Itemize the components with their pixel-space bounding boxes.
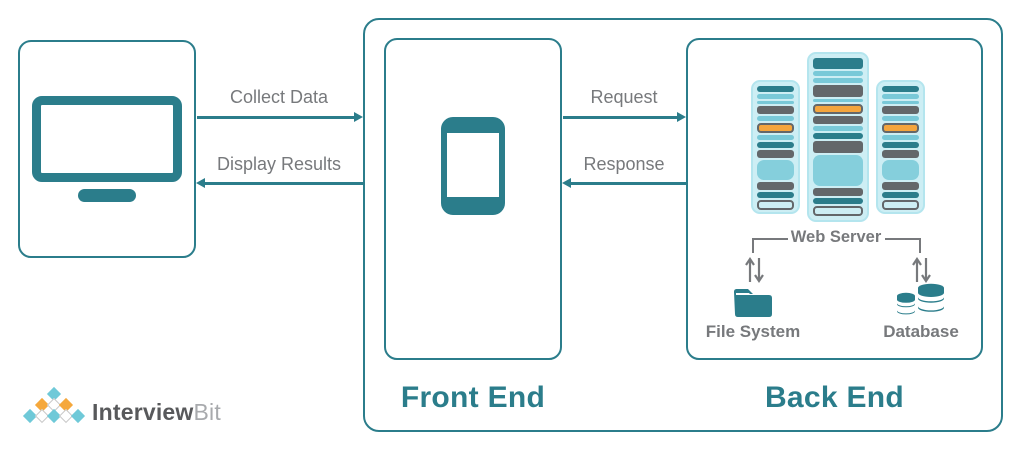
server-bar-cyan <box>813 71 863 76</box>
server-bar-orange <box>882 123 919 133</box>
server-bar-cyan <box>882 135 919 140</box>
server-bar-cyan <box>882 116 919 121</box>
display-results-arrow <box>196 178 363 187</box>
server-bar-teal <box>882 86 919 92</box>
server-bar-gray <box>757 182 794 190</box>
server-bar-cyan <box>882 94 919 99</box>
monitor-screen <box>32 96 182 182</box>
server-bar-gray <box>813 116 863 124</box>
logo-text-primary: Interview <box>92 399 194 425</box>
logo-diamond-cyan <box>70 408 86 424</box>
display-results-label: Display Results <box>216 154 342 174</box>
server-bar-gray <box>882 106 919 114</box>
server-bar-outline <box>757 200 794 210</box>
server-bar-gray <box>882 150 919 158</box>
server-bar-orange <box>757 123 794 133</box>
phone-screen <box>447 133 499 197</box>
response-arrow <box>562 178 686 187</box>
up-down-arrows-icon <box>912 257 931 283</box>
server-bar-cyanThin <box>813 99 863 102</box>
database-icon <box>897 283 944 315</box>
server-rack-left-icon <box>751 80 800 214</box>
web-server-label: Web Server <box>790 228 882 246</box>
database-label: Database <box>883 322 959 341</box>
server-bar-grayThick <box>813 141 863 153</box>
server-bar-cyan <box>813 126 863 131</box>
phone-top-bar <box>447 123 499 133</box>
server-bar-cyan <box>757 94 794 99</box>
phone-icon <box>441 117 505 215</box>
server-bar-gray <box>882 182 919 190</box>
file-system-label: File System <box>705 322 801 341</box>
server-bar-block <box>882 160 919 180</box>
server-rack-middle-icon <box>807 52 869 222</box>
server-bar-teal <box>757 86 794 92</box>
server-bar-gray <box>813 188 863 196</box>
monitor-stand <box>78 189 136 202</box>
web-server-bracket-right <box>885 238 921 253</box>
interviewbit-logo-text: InterviewBit <box>92 399 221 426</box>
folder-icon <box>734 289 772 317</box>
server-bar-gray <box>757 150 794 158</box>
request-label: Request <box>590 87 658 107</box>
server-bar-teal <box>882 142 919 148</box>
phone-bottom-bar <box>447 197 499 209</box>
back-end-title: Back End <box>764 381 905 414</box>
up-down-arrows-icon <box>745 257 764 283</box>
server-bar-tealThick <box>813 58 863 69</box>
server-rack-right-icon <box>876 80 925 214</box>
collect-data-label: Collect Data <box>229 87 329 107</box>
monitor-icon <box>18 40 196 258</box>
server-bar-teal <box>813 198 863 204</box>
server-bar-cyan <box>757 116 794 121</box>
server-bar-block <box>757 160 794 180</box>
server-bar-cyanThin <box>757 101 794 104</box>
server-bar-orange <box>813 104 863 114</box>
logo-text-secondary: Bit <box>193 399 221 425</box>
web-server-bracket-left <box>752 238 788 253</box>
server-bar-grayThick <box>813 85 863 97</box>
server-bar-teal <box>813 133 863 139</box>
server-bar-cyan <box>813 78 863 83</box>
server-bar-cyan <box>757 135 794 140</box>
response-label: Response <box>583 154 665 174</box>
request-arrow <box>563 112 686 121</box>
server-bar-teal <box>757 192 794 198</box>
server-bar-block <box>813 155 863 186</box>
server-bar-teal <box>882 192 919 198</box>
server-bar-gray <box>757 106 794 114</box>
server-bar-teal <box>757 142 794 148</box>
server-bar-outline <box>882 200 919 210</box>
server-bar-cyanThin <box>882 101 919 104</box>
collect-data-arrow <box>197 112 363 121</box>
front-end-title: Front End <box>400 381 546 414</box>
server-bar-outline <box>813 206 863 216</box>
